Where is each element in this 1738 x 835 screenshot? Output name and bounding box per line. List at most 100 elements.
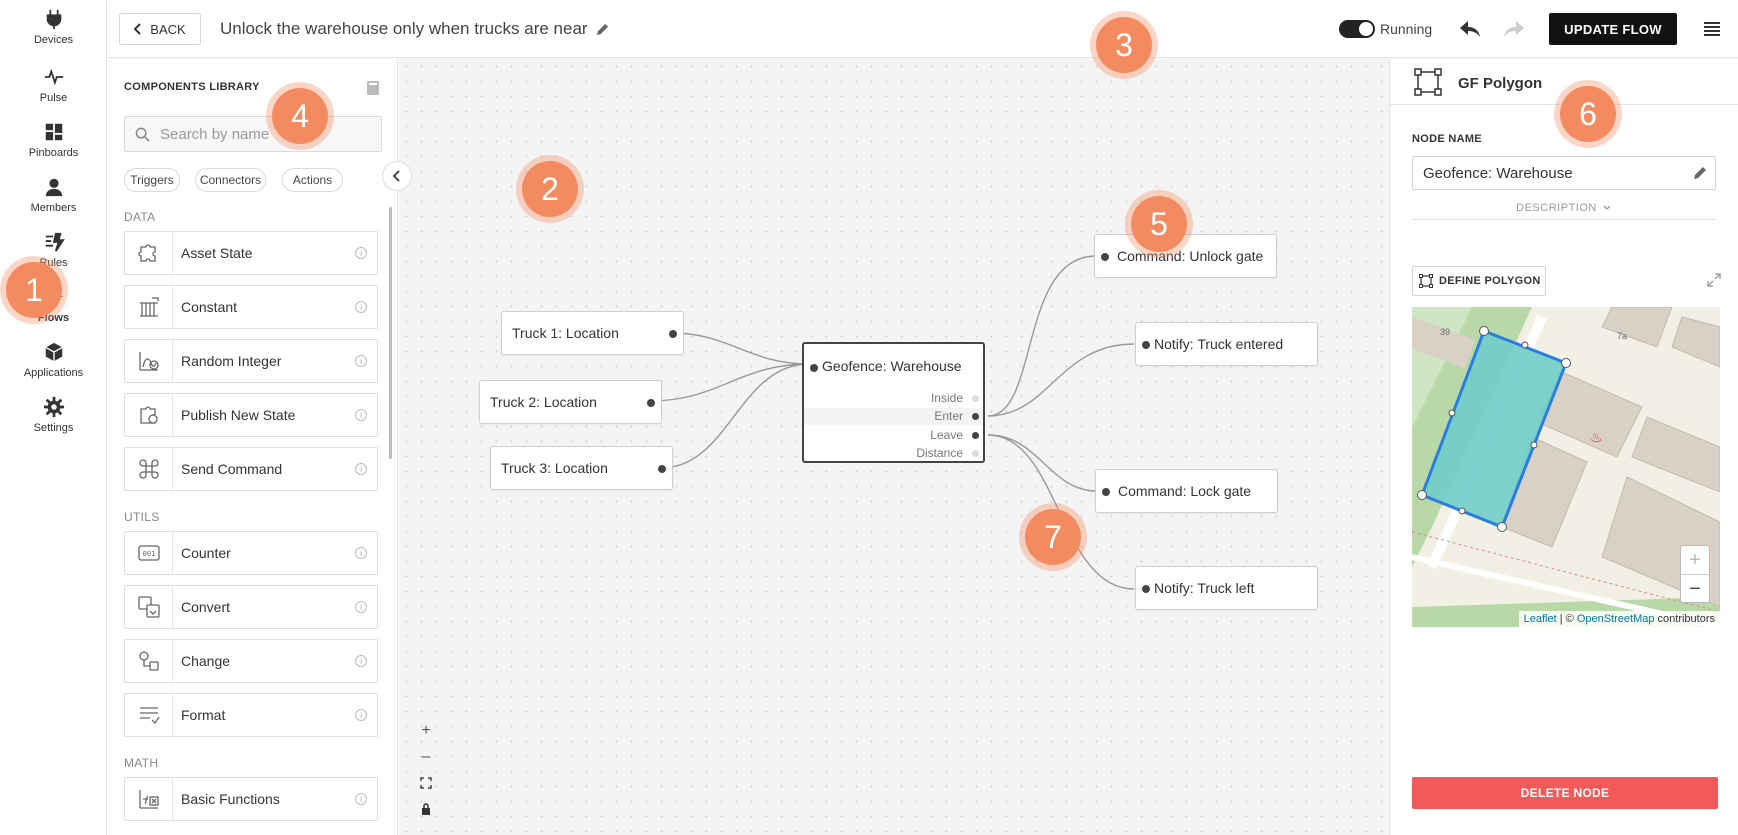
port-distance[interactable]: Distance bbox=[804, 445, 983, 462]
flow-title[interactable]: Unlock the warehouse only when trucks ar… bbox=[220, 19, 609, 39]
library-title: COMPONENTS LIBRARY bbox=[124, 81, 260, 93]
node-truck-2-location[interactable]: Truck 2: Location bbox=[479, 380, 662, 424]
info-icon[interactable]: i bbox=[355, 601, 367, 613]
search-input[interactable] bbox=[160, 125, 370, 143]
nav-item-applications[interactable]: Applications bbox=[0, 333, 107, 383]
polygon-map[interactable]: 39 7a ♨ + − Leaflet | © OpenStreetMap co… bbox=[1412, 307, 1720, 627]
input-port[interactable] bbox=[810, 364, 818, 372]
zoom-in-icon[interactable]: + bbox=[421, 722, 431, 739]
panel-title: GF Polygon bbox=[1458, 75, 1543, 92]
info-icon[interactable]: i bbox=[355, 409, 367, 421]
polygon-icon bbox=[1419, 274, 1433, 288]
format-icon bbox=[139, 707, 160, 725]
step-marker-5: 5 bbox=[1131, 196, 1187, 252]
component-counter[interactable]: 001 Counter i bbox=[124, 531, 378, 575]
input-port[interactable] bbox=[1101, 253, 1109, 261]
port-inside[interactable]: Inside bbox=[804, 390, 983, 407]
node-notify-truck-left[interactable]: Notify: Truck left bbox=[1135, 566, 1318, 610]
component-asset-state[interactable]: Asset State i bbox=[124, 231, 378, 275]
plug-icon bbox=[46, 9, 61, 30]
info-icon[interactable]: i bbox=[355, 655, 367, 667]
running-toggle[interactable] bbox=[1339, 20, 1375, 38]
leaflet-link[interactable]: Leaflet bbox=[1523, 613, 1557, 625]
chip-actions[interactable]: Actions bbox=[282, 168, 343, 192]
map-zoom-out-icon[interactable]: − bbox=[1689, 578, 1701, 600]
component-constant[interactable]: Constant i bbox=[124, 285, 378, 329]
info-icon[interactable]: i bbox=[355, 463, 367, 475]
info-icon[interactable]: i bbox=[355, 547, 367, 559]
chip-triggers[interactable]: Triggers bbox=[124, 168, 180, 192]
component-label: Convert bbox=[181, 599, 231, 615]
back-label: BACK bbox=[150, 21, 186, 37]
command-icon bbox=[138, 459, 159, 479]
book-icon[interactable] bbox=[366, 80, 380, 96]
component-change[interactable]: Change i bbox=[124, 639, 378, 683]
section-math: MATH bbox=[124, 756, 159, 770]
input-port[interactable] bbox=[1142, 585, 1150, 593]
define-polygon-button[interactable]: DEFINE POLYGON bbox=[1412, 266, 1546, 296]
delete-node-button[interactable]: DELETE NODE bbox=[1412, 777, 1718, 809]
port-leave[interactable]: Leave bbox=[804, 427, 983, 444]
nav-item-pinboards[interactable]: Pinboards bbox=[0, 113, 107, 163]
expand-icon[interactable] bbox=[1707, 273, 1721, 287]
info-icon[interactable]: i bbox=[355, 247, 367, 259]
component-send-command[interactable]: Send Command i bbox=[124, 447, 378, 491]
port-enter[interactable]: Enter bbox=[804, 408, 983, 425]
description-toggle[interactable]: DESCRIPTION bbox=[1412, 196, 1716, 220]
info-icon[interactable]: i bbox=[355, 301, 367, 313]
node-truck-1-location[interactable]: Truck 1: Location bbox=[501, 311, 684, 355]
component-publish-new-state[interactable]: Publish New State i bbox=[124, 393, 378, 437]
pencil-icon[interactable] bbox=[1693, 166, 1707, 180]
node-notify-truck-entered[interactable]: Notify: Truck entered bbox=[1135, 322, 1318, 366]
rules-icon bbox=[45, 232, 65, 252]
output-port[interactable] bbox=[647, 399, 655, 407]
node-name-field[interactable]: Geofence: Warehouse bbox=[1412, 156, 1716, 190]
component-random-integer[interactable]: Random Integer i bbox=[124, 339, 378, 383]
component-basic-functions[interactable]: Basic Functions i bbox=[124, 777, 378, 821]
gear-icon bbox=[43, 396, 64, 418]
section-utils: UTILS bbox=[124, 510, 160, 524]
info-icon[interactable]: i bbox=[355, 709, 367, 721]
output-port[interactable] bbox=[658, 465, 666, 473]
nav-item-members[interactable]: Members bbox=[0, 168, 107, 218]
chip-connectors[interactable]: Connectors bbox=[195, 168, 266, 192]
component-format[interactable]: Format i bbox=[124, 693, 378, 737]
nav-item-rules[interactable]: Rules bbox=[0, 223, 107, 273]
node-geofence-warehouse[interactable]: Geofence: Warehouse Inside Enter Leave D… bbox=[802, 342, 985, 463]
node-command-lock-gate[interactable]: Command: Lock gate bbox=[1095, 469, 1278, 513]
chevron-left-icon bbox=[134, 23, 142, 35]
node-truck-3-location[interactable]: Truck 3: Location bbox=[490, 446, 673, 490]
input-port[interactable] bbox=[1142, 341, 1150, 349]
pencil-icon[interactable] bbox=[596, 23, 609, 36]
info-icon[interactable]: i bbox=[355, 793, 367, 805]
component-label: Send Command bbox=[181, 461, 283, 477]
library-scrollbar[interactable] bbox=[389, 207, 392, 459]
nav-item-pulse[interactable]: Pulse bbox=[0, 58, 107, 108]
nav-label: Applications bbox=[23, 367, 84, 379]
osm-link[interactable]: OpenStreetMap bbox=[1576, 613, 1655, 625]
nav-item-settings[interactable]: Settings bbox=[0, 388, 107, 438]
polygon-icon bbox=[1414, 68, 1442, 96]
flow-title-text: Unlock the warehouse only when trucks ar… bbox=[220, 19, 588, 38]
info-icon[interactable]: i bbox=[355, 355, 367, 367]
output-port[interactable] bbox=[669, 330, 677, 338]
back-button[interactable]: BACK bbox=[119, 13, 201, 45]
zoom-out-icon[interactable]: – bbox=[421, 748, 431, 765]
puzzle-icon bbox=[137, 244, 156, 262]
redo-icon[interactable] bbox=[1502, 18, 1526, 40]
menu-icon[interactable] bbox=[1703, 20, 1721, 38]
fit-view-icon[interactable] bbox=[413, 770, 439, 796]
component-convert[interactable]: Convert i bbox=[124, 585, 378, 629]
node-command-unlock-gate[interactable]: Command: Unlock gate bbox=[1094, 234, 1277, 278]
step-marker-1: 1 bbox=[6, 262, 62, 318]
map-zoom-in-icon[interactable]: + bbox=[1681, 546, 1709, 575]
undo-icon[interactable] bbox=[1458, 18, 1482, 40]
input-port[interactable] bbox=[1102, 488, 1110, 496]
lock-icon[interactable] bbox=[413, 796, 439, 822]
collapse-library-button[interactable] bbox=[382, 161, 412, 191]
chevron-left-icon bbox=[393, 170, 400, 182]
nav-item-devices[interactable]: Devices bbox=[0, 0, 107, 50]
update-flow-button[interactable]: UPDATE FLOW bbox=[1549, 13, 1677, 45]
search-box[interactable] bbox=[124, 116, 382, 152]
component-label: Asset State bbox=[181, 245, 253, 261]
